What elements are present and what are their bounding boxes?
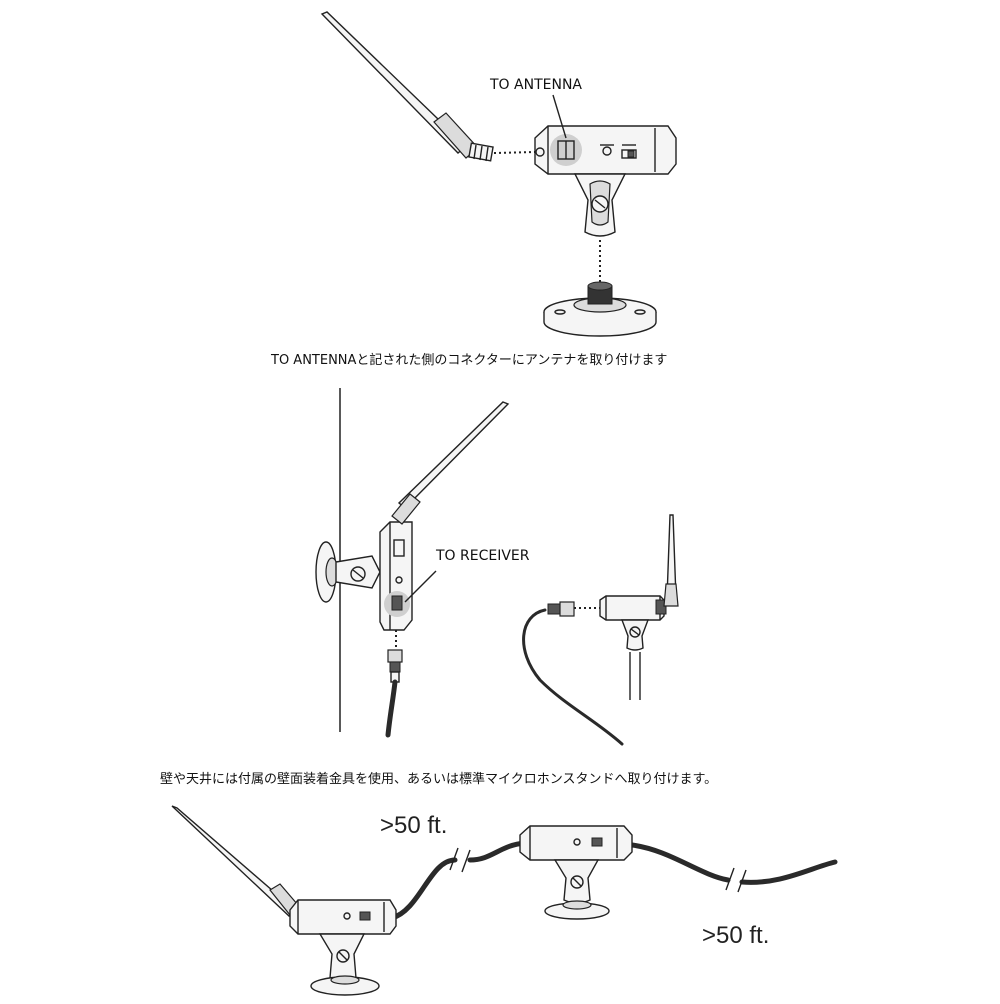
connection-dotted-line: [493, 151, 536, 154]
mic-stand-mounted-unit: [522, 514, 679, 746]
to-receiver-leader: [404, 570, 437, 603]
cable-break-mark: [449, 847, 471, 873]
to-receiver-label: TO RECEIVER: [436, 548, 530, 564]
antenna-distributor-vertical: [379, 521, 413, 631]
step2-illustration: [315, 388, 679, 746]
bnc-cable-connector: [385, 630, 403, 738]
antenna-icon: [320, 11, 494, 162]
antenna-distributor-left: [289, 899, 397, 996]
antenna-icon: [391, 401, 510, 525]
cable-break-mark: [725, 867, 747, 893]
to-antenna-label: TO ANTENNA: [490, 77, 582, 93]
cable-segment-4: [739, 859, 838, 885]
antenna-distributor-body: [534, 125, 677, 175]
cable-segment-2: [467, 840, 528, 863]
step1-caption: TO ANTENNAと記された側のコネクターにアンテナを取り付けます: [271, 353, 668, 368]
cable-segment-1: [389, 857, 458, 921]
distance-label-left: >50 ft.: [380, 812, 448, 839]
wall-mount-bracket: [315, 541, 381, 603]
antenna-distributor-middle: [519, 825, 633, 920]
mic-clip: [573, 173, 627, 237]
step3-illustration: [171, 805, 838, 996]
step1-illustration: [320, 11, 677, 337]
distance-label-right: >50 ft.: [702, 922, 770, 949]
step2-caption: 壁や天井には付属の壁面装着金具を使用、あるいは標準マイクロホンスタンドへ取り付け…: [160, 772, 718, 787]
to-antenna-leader: [552, 94, 567, 139]
antenna-icon: [171, 805, 305, 921]
cable-segment-3: [629, 842, 731, 883]
stand-base: [543, 281, 657, 337]
